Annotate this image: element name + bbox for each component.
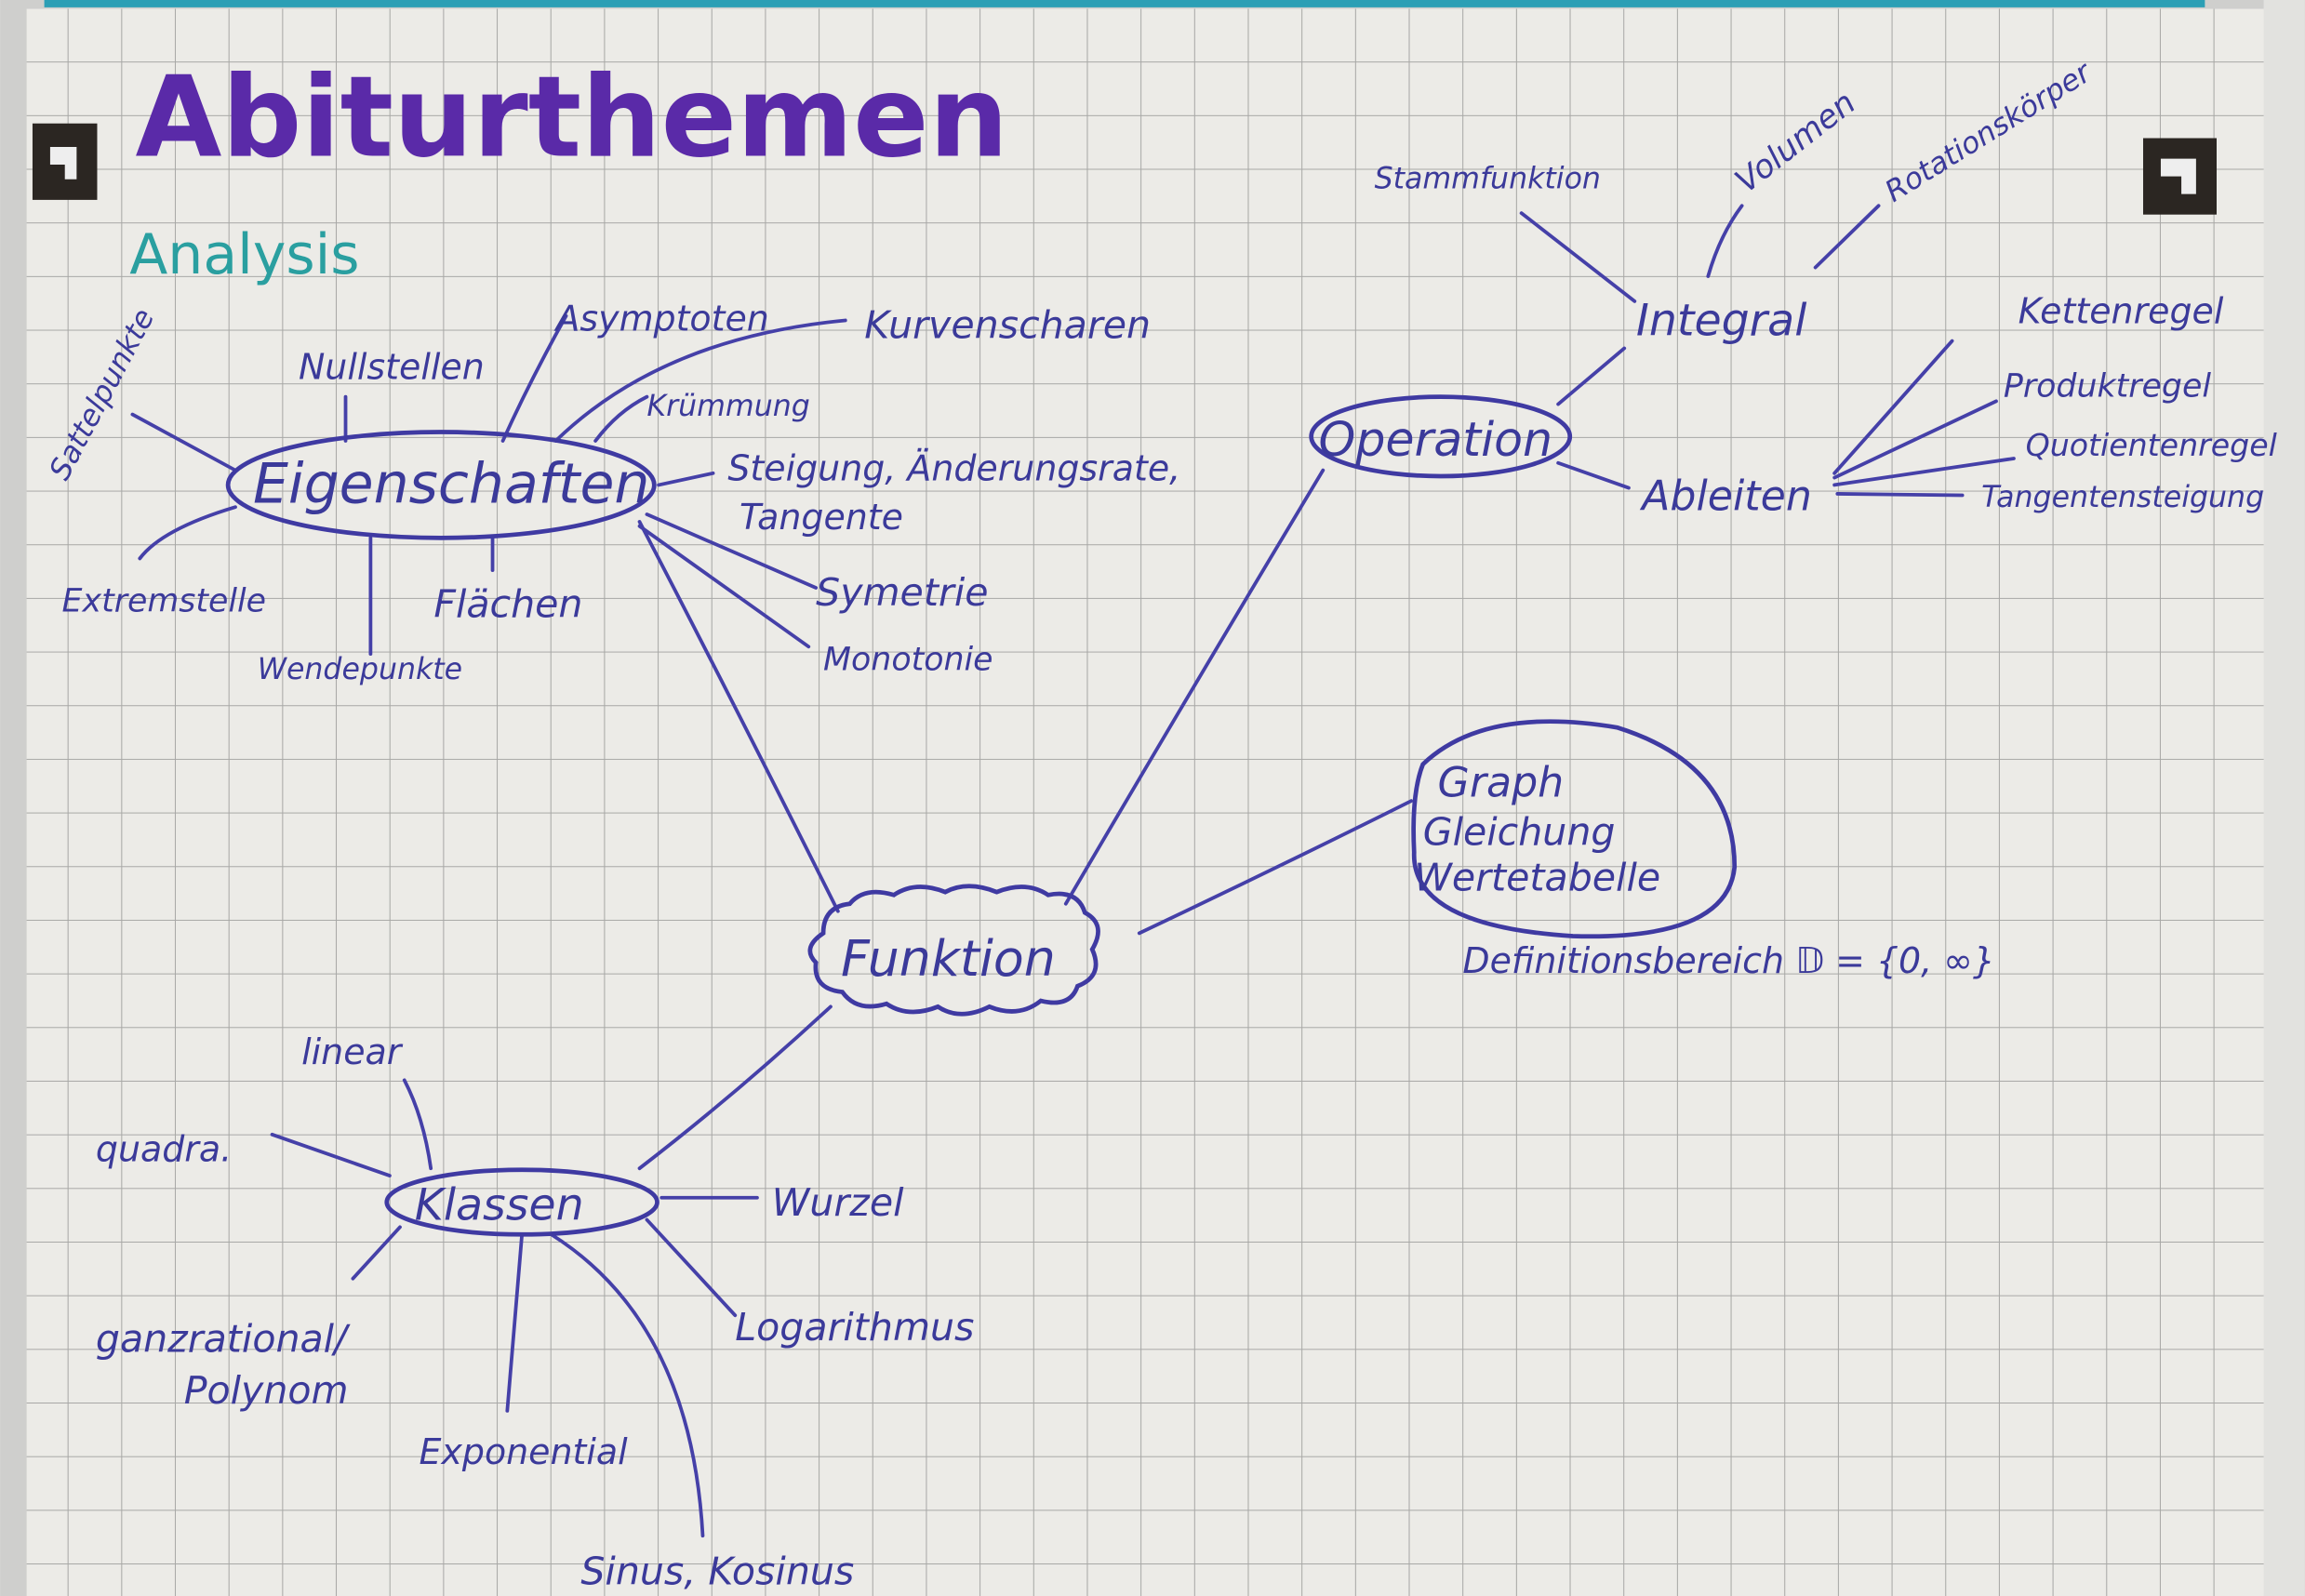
leaf-extremstelle: Extremstelle bbox=[62, 582, 266, 619]
leaf-logarithmus: Logarithmus bbox=[735, 1305, 974, 1350]
darstellung-gleichung: Gleichung bbox=[1423, 810, 1616, 855]
node-integral: Integral bbox=[1636, 295, 1807, 346]
top-blue-edge bbox=[44, 0, 2205, 7]
node-operation: Operation bbox=[1319, 412, 1553, 467]
leaf-kettenregel: Kettenregel bbox=[2019, 291, 2224, 332]
funktion-cloud bbox=[807, 884, 1100, 1017]
darstellung-branch: Graph Gleichung Wertetabelle Definitions… bbox=[1414, 759, 1995, 981]
operation-bubble bbox=[1309, 394, 1573, 479]
node-eigenschaften: Eigenschaften bbox=[253, 451, 649, 516]
leaf-tangentensteigung: Tangentensteigung bbox=[1981, 481, 2264, 514]
node-funktion: Funktion bbox=[841, 929, 1056, 988]
leaf-wendepunkte: Wendepunkte bbox=[258, 653, 462, 686]
leaf-kurvenscharen: Kurvenscharen bbox=[864, 302, 1151, 347]
leaf-linear: linear bbox=[301, 1031, 404, 1072]
binder-tab-right-icon bbox=[2142, 138, 2217, 215]
darstellung-graph: Graph bbox=[1438, 759, 1565, 806]
leaf-steigung: Steigung, Änderungsrate, bbox=[727, 448, 1180, 489]
leaf-wurzel: Wurzel bbox=[772, 1180, 904, 1225]
eigenschaften-bubble bbox=[225, 430, 657, 540]
leaf-nullstellen: Nullstellen bbox=[299, 347, 485, 388]
node-klassen: Klassen bbox=[415, 1179, 584, 1230]
node-ableiten: Ableiten bbox=[1639, 472, 1812, 520]
leaf-polynom: Polynom bbox=[184, 1368, 349, 1413]
binder-tab-left-icon bbox=[32, 123, 98, 200]
leaf-tangente: Tangente bbox=[739, 497, 903, 538]
leaf-symetrie: Symetrie bbox=[816, 570, 988, 615]
leaf-asymptoten: Asymptoten bbox=[553, 299, 768, 339]
leaf-flaechen: Flächen bbox=[433, 582, 582, 627]
darstellung-bubble bbox=[1411, 719, 1738, 939]
leaf-produktregel: Produktregel bbox=[2004, 368, 2211, 406]
klassen-bubble bbox=[384, 1167, 660, 1237]
leaf-exponential: Exponential bbox=[420, 1431, 629, 1472]
leaf-sinus-kosinus: Sinus, Kosinus bbox=[580, 1549, 854, 1593]
leaf-quadratisch: quadra. bbox=[96, 1128, 232, 1169]
connector-lines bbox=[130, 204, 2016, 1538]
klassen-branch: Klassen linear quadra. Wurzel Logarithmu… bbox=[96, 1031, 975, 1593]
paper-right-edge bbox=[2263, 0, 2305, 1596]
grid-paper bbox=[26, 8, 2291, 1596]
leaf-ganzrational: ganzrational/ bbox=[96, 1317, 351, 1362]
section-subtitle: Analysis bbox=[129, 222, 359, 287]
leaf-kruemmung: Krümmung bbox=[646, 390, 809, 423]
page-title: Abiturthemen bbox=[136, 53, 1009, 182]
darstellung-wertetabelle: Wertetabelle bbox=[1414, 856, 1660, 900]
leaf-monotonie: Monotonie bbox=[823, 642, 993, 679]
leaf-stammfunktion: Stammfunktion bbox=[1375, 162, 1601, 195]
definitionsbereich-note: Definitionsbereich 𝔻 = {0, ∞} bbox=[1462, 940, 1995, 981]
leaf-quotientenregel: Quotientenregel bbox=[2026, 427, 2278, 463]
